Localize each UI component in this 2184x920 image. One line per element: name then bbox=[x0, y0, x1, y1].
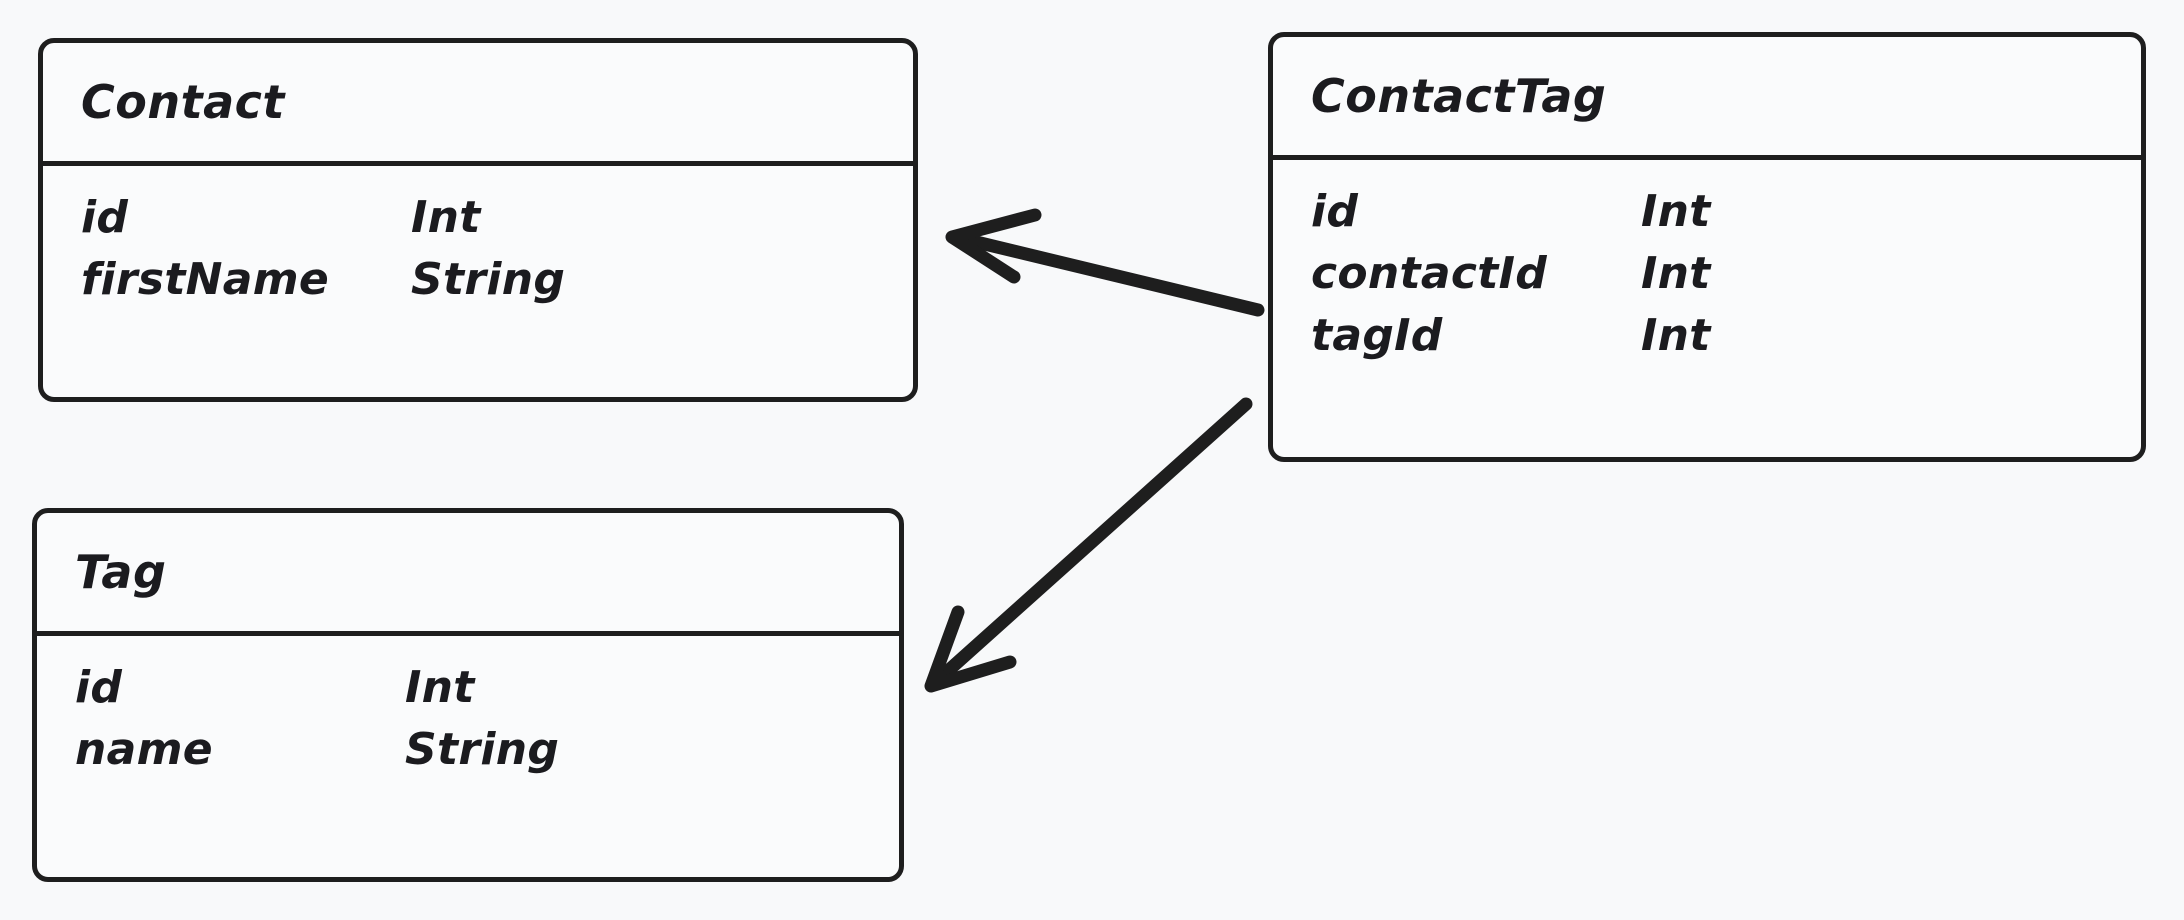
field-name: id bbox=[81, 192, 129, 243]
field-type: Int bbox=[411, 192, 481, 243]
field-row: id Int bbox=[75, 662, 869, 724]
entity-contact-header: Contact bbox=[43, 43, 913, 166]
field-type: String bbox=[405, 724, 560, 775]
entity-tag-title: Tag bbox=[75, 545, 167, 599]
field-type: Int bbox=[1641, 186, 1711, 237]
entity-contact-fields: id Int firstName String bbox=[43, 166, 913, 316]
field-name: tagId bbox=[1311, 310, 1443, 361]
entity-contacttag[interactable]: ContactTag id Int contactId Int tagId In… bbox=[1268, 32, 2146, 462]
entity-contacttag-header: ContactTag bbox=[1273, 37, 2141, 160]
field-row: tagId Int bbox=[1311, 310, 2111, 372]
field-name: firstName bbox=[81, 254, 330, 305]
field-row: name String bbox=[75, 724, 869, 786]
field-row: id Int bbox=[81, 192, 883, 254]
arrow-contacttag-to-contact[interactable] bbox=[945, 208, 1265, 317]
entity-tag[interactable]: Tag id Int name String bbox=[32, 508, 904, 882]
entity-tag-header: Tag bbox=[37, 513, 899, 636]
entity-tag-fields: id Int name String bbox=[37, 636, 899, 786]
field-type: String bbox=[411, 254, 566, 305]
field-name: name bbox=[75, 724, 213, 775]
entity-contacttag-title: ContactTag bbox=[1311, 69, 1607, 123]
field-name: id bbox=[1311, 186, 1359, 237]
field-name: id bbox=[75, 662, 123, 713]
field-row: firstName String bbox=[81, 254, 883, 316]
field-row: contactId Int bbox=[1311, 248, 2111, 310]
field-type: Int bbox=[1641, 310, 1711, 361]
field-type: Int bbox=[1641, 248, 1711, 299]
arrow-contacttag-to-tag[interactable] bbox=[924, 397, 1253, 693]
field-name: contactId bbox=[1311, 248, 1548, 299]
field-type: Int bbox=[405, 662, 475, 713]
field-row: id Int bbox=[1311, 186, 2111, 248]
entity-contact[interactable]: Contact id Int firstName String bbox=[38, 38, 918, 402]
entity-contact-title: Contact bbox=[81, 75, 285, 129]
entity-contacttag-fields: id Int contactId Int tagId Int bbox=[1273, 160, 2141, 372]
